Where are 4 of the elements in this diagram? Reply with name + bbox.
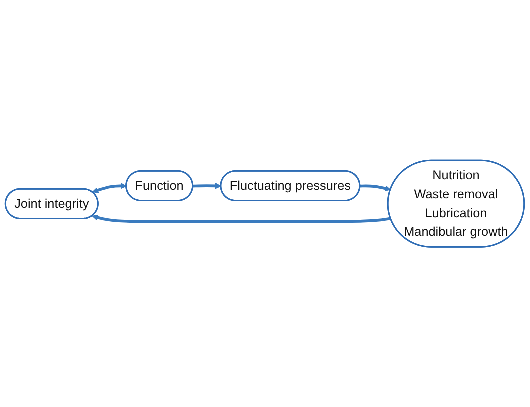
arrow <box>360 184 392 192</box>
arrow <box>92 182 127 194</box>
arrow <box>92 214 392 223</box>
arrow <box>193 182 222 189</box>
